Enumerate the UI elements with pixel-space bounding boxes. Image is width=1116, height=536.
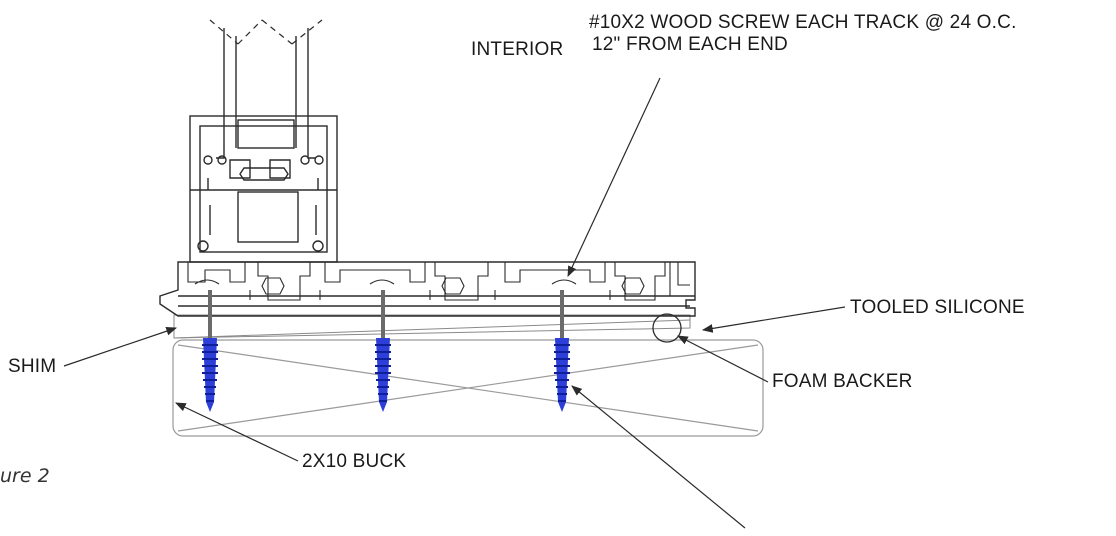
label-tooled-silicone: TOOLED SILICONE (850, 297, 1025, 318)
sill-track (159, 261, 696, 317)
figure-caption: ure 2 (0, 465, 50, 487)
wood-buck (172, 339, 764, 437)
sash-frame (189, 115, 338, 263)
wood-screw-1 (202, 290, 218, 412)
leader-screw-bottom (571, 385, 746, 529)
wood-screw-2 (375, 290, 391, 412)
leader-shim (63, 327, 178, 367)
label-buck: 2X10 BUCK (302, 451, 407, 472)
leader-tooled-silicone (701, 306, 846, 333)
label-screw-spec-line1: #10X2 WOOD SCREW EACH TRACK @ 24 O.C. (589, 12, 1017, 33)
leader-buck (175, 402, 299, 462)
label-interior: INTERIOR (471, 39, 564, 60)
leader-foam-backer (677, 335, 769, 383)
leader-screw-spec (567, 77, 661, 277)
label-screw-spec-line2: 12" FROM EACH END (592, 34, 788, 55)
wood-screw-3 (554, 290, 570, 412)
label-shim: SHIM (8, 356, 57, 377)
label-foam-backer: FOAM BACKER (772, 371, 913, 392)
foam-backer-rod (652, 313, 682, 343)
leader-lines (63, 77, 846, 529)
glass-unit (209, 19, 323, 159)
shim (173, 314, 691, 339)
